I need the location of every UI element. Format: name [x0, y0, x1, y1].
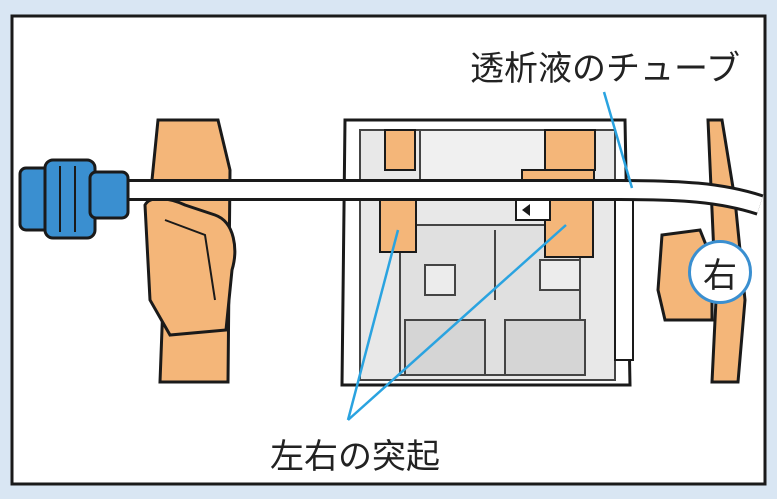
tube-label: 透析液のチューブ	[470, 49, 740, 89]
bumps-label: 左右の突起	[270, 437, 440, 477]
right-side-badge: 右	[688, 240, 752, 304]
leader-lines	[346, 91, 634, 421]
blue-connector	[18, 158, 130, 240]
left-bump	[379, 195, 417, 253]
machine-body	[340, 118, 634, 387]
right-bump	[544, 194, 594, 258]
dialysate-tube	[125, 179, 764, 216]
